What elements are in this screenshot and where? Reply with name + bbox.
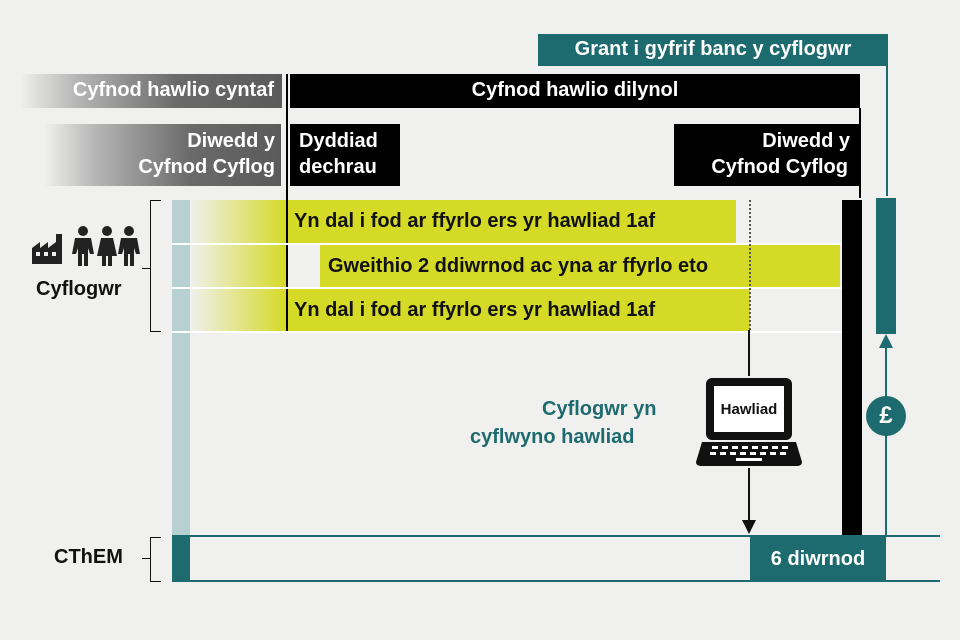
hmrc-block xyxy=(172,535,190,582)
hmrc-label: CThEM xyxy=(54,546,123,568)
six-days-box xyxy=(750,537,886,580)
row-fade xyxy=(190,289,286,331)
employer-submits-line1: Cyflogwr yn xyxy=(542,398,657,420)
six-days-label: 6 diwrnod xyxy=(770,548,866,570)
hmrc-line-bottom xyxy=(190,580,940,582)
start-date-line2: dechrau xyxy=(299,156,377,178)
row-1-text: Yn dal i fod ar ffyrlo ers yr hawliad 1a… xyxy=(294,210,656,232)
grant-bar xyxy=(876,198,896,334)
row-2-text: Gweithio 2 ddiwrnod ac yna ar ffyrlo eto xyxy=(328,255,709,277)
employer-bracket-tick xyxy=(142,268,150,269)
pound-symbol: £ xyxy=(879,402,893,429)
pound-icon xyxy=(866,396,906,436)
end-pay-period-left-line2: Cyfnod Cyflog xyxy=(138,156,275,178)
grant-connector-vertical xyxy=(886,66,888,196)
left-timeline-bar xyxy=(172,200,190,535)
start-date-box: Dyddiad dechrau xyxy=(290,124,400,186)
person-icon xyxy=(118,226,140,266)
end-pay-period-right-box: Diwedd y Cyfnod Cyflog xyxy=(674,124,860,186)
row-2-bar xyxy=(320,245,840,287)
employer-bracket xyxy=(150,200,161,332)
next-claim-period-label: Cyfnod hawlio dilynol xyxy=(471,79,679,101)
hmrc-bracket-tick xyxy=(142,558,150,559)
right-header-line xyxy=(859,108,861,198)
arrow-down-icon xyxy=(742,520,756,534)
employer-submits-line2: cyflwyno hawliad xyxy=(470,426,635,448)
right-black-bar xyxy=(842,200,862,535)
first-claim-period-label: Cyfnod hawlio cyntaf xyxy=(72,79,274,101)
laptop-screen-label: Hawliad xyxy=(720,401,778,418)
end-pay-period-right-line2: Cyfnod Cyflog xyxy=(711,156,848,178)
row-2-gap xyxy=(288,245,320,287)
row-divider xyxy=(172,331,860,333)
next-claim-period-header: Cyfnod hawlio dilynol xyxy=(290,74,860,108)
first-claim-period-header: Cyfnod hawlio cyntaf xyxy=(20,74,282,108)
employer-label: Cyflogwr xyxy=(36,278,122,300)
start-line xyxy=(286,74,288,332)
row-divider xyxy=(172,243,860,245)
arrow-up-icon xyxy=(879,334,893,348)
person-icon xyxy=(97,226,117,266)
person-icon xyxy=(72,226,94,266)
row-1-bar xyxy=(288,200,736,243)
end-pay-period-left-box: Diwedd y Cyfnod Cyflog xyxy=(44,124,281,186)
dotted-line xyxy=(749,200,751,330)
end-pay-period-right-line1: Diwedd y xyxy=(762,130,850,152)
factory-icon xyxy=(32,234,62,264)
row-divider xyxy=(172,287,860,289)
claim-line-upper xyxy=(748,330,750,376)
payment-line xyxy=(885,344,887,537)
hmrc-bracket xyxy=(150,537,161,582)
end-pay-period-left-line1: Diwedd y xyxy=(187,130,275,152)
laptop-icon xyxy=(696,378,802,466)
row-3-text: Yn dal i fod ar ffyrlo ers yr hawliad 1a… xyxy=(294,299,656,321)
hmrc-line-top xyxy=(190,535,940,537)
start-date-line1: Dyddiad xyxy=(299,130,378,152)
grant-label: Grant i gyfrif banc y cyflogwr xyxy=(574,38,852,60)
grant-header: Grant i gyfrif banc y cyflogwr xyxy=(538,34,888,66)
row-fade xyxy=(190,200,286,243)
claim-line-lower xyxy=(748,468,750,524)
row-fade xyxy=(190,245,286,287)
row-3-bar xyxy=(288,289,750,331)
